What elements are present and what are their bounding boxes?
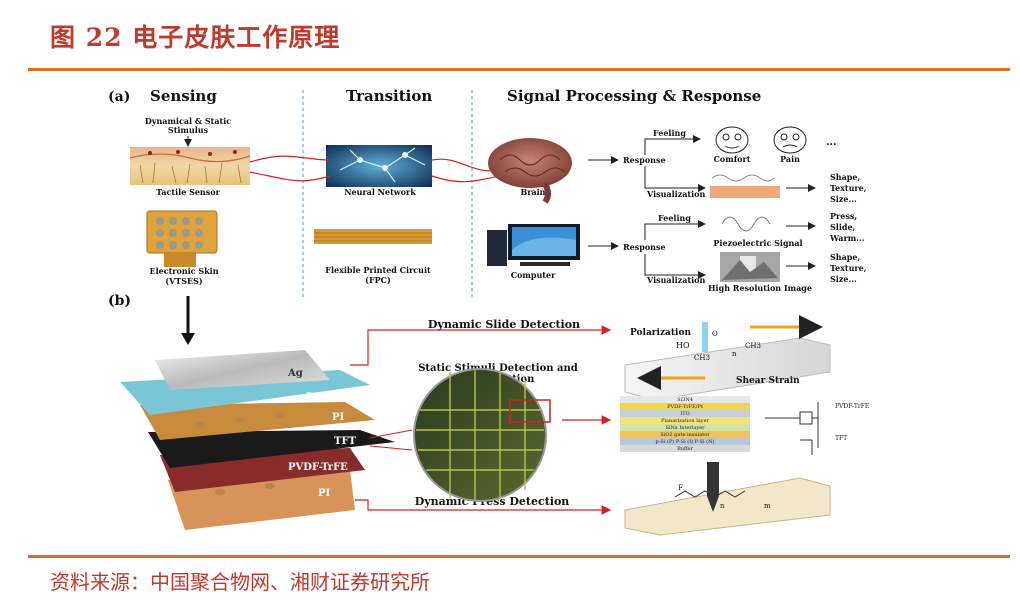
chem-ho: HO xyxy=(676,341,690,350)
response-bottom-label: Response xyxy=(623,242,666,252)
panel-a-label: (a) xyxy=(108,89,130,105)
polarization-label: Polarization xyxy=(630,328,691,338)
bottom-rule xyxy=(28,555,1010,558)
layer-ag-label: Ag xyxy=(287,368,303,379)
visualization-top-image xyxy=(710,175,780,198)
feeling-bottom-label: Feeling xyxy=(658,213,691,223)
electronic-skin-image xyxy=(147,211,217,267)
feeling-top-arrow xyxy=(645,139,700,155)
circuit-pvdf-label: PVDF-TrFE xyxy=(835,403,869,410)
press-n-label: n xyxy=(720,502,725,510)
down-arrow-head xyxy=(181,333,195,345)
electronic-skin-label-2: (VTSES) xyxy=(165,276,203,286)
out-bot-3: Size... xyxy=(830,274,857,284)
fpc-image xyxy=(314,229,432,244)
panel-b-label: (b) xyxy=(108,293,131,309)
visualization-top-label: Visualization xyxy=(646,189,705,199)
layer-tft-label: TFT xyxy=(334,436,357,447)
chem-o: O xyxy=(712,330,718,338)
visualization-top-arrow xyxy=(645,166,705,188)
press-2: Slide, xyxy=(830,222,856,232)
figure-source: 资料来源：中国聚合物网、湘财证券研究所 xyxy=(50,566,430,595)
section-signal: Signal Processing & Response xyxy=(507,87,761,105)
pain-face-icon xyxy=(774,127,806,153)
computer-image xyxy=(487,224,580,266)
press-m-label: m xyxy=(764,502,771,510)
section-transition: Transition xyxy=(346,87,432,105)
neural-network-image xyxy=(326,145,432,187)
chem-n: n xyxy=(732,350,737,358)
press-1: Press, xyxy=(830,211,857,221)
high-res-label: High Resolution Image xyxy=(708,283,812,293)
computer-label: Computer xyxy=(511,270,556,280)
out-top-2: Texture, xyxy=(830,183,867,193)
tft-stack-7: Buffer xyxy=(677,446,693,452)
feeling-top-label: Feeling xyxy=(653,128,686,138)
comfort-face-icon xyxy=(716,127,748,153)
layer-pi-label: PI xyxy=(332,412,345,423)
dynamic-slide-label: Dynamic Slide Detection xyxy=(428,318,580,331)
high-res-image xyxy=(720,252,780,282)
layer-plla-label: PLLA xyxy=(306,392,336,403)
shear-strain-label: Shear Strain xyxy=(736,376,800,386)
tft-zoom-circle xyxy=(414,369,550,501)
neural-network-label: Neural Network xyxy=(344,187,416,197)
out-bot-1: Shape, xyxy=(830,252,860,262)
slide-connector xyxy=(350,330,610,365)
out-bot-2: Texture, xyxy=(830,263,867,273)
tactile-sensor-image xyxy=(130,147,250,185)
press-f-label: F xyxy=(678,484,683,492)
zoom-line-1 xyxy=(370,430,412,438)
tactile-sensor-label: Tactile Sensor xyxy=(156,187,220,197)
pain-label: Pain xyxy=(780,154,800,164)
feeling-bottom-arrow xyxy=(645,224,705,240)
faces-ellipsis: ... xyxy=(826,137,836,148)
electronic-skin-label-1: Electronic Skin xyxy=(149,266,218,276)
zoom-line-2 xyxy=(370,446,412,450)
visualization-bottom-arrow xyxy=(645,254,705,275)
piezo-signal-icon xyxy=(722,217,770,231)
nerve-line-1 xyxy=(250,156,330,162)
tft-stack-3: Planarization layer xyxy=(661,418,710,424)
circuit-tft-label: TFT xyxy=(835,435,847,442)
layer-pvdf-label: PVDF-TrFE xyxy=(288,462,348,473)
fpc-label-1: Flexible Printed Circuit xyxy=(325,265,431,275)
tft-circuit-icon xyxy=(765,402,818,455)
brain-label: Brain xyxy=(520,187,545,197)
tft-stack-1: PVDF-TrFE/Pt xyxy=(667,404,703,410)
section-sensing: Sensing xyxy=(150,87,217,105)
piezo-signal-label: Piezoelectric Signal xyxy=(713,238,802,248)
nerve-line-2 xyxy=(250,172,330,181)
response-top-label: Response xyxy=(623,155,666,165)
visualization-bottom-label: Visualization xyxy=(646,275,705,285)
chem-ch3-b: CH3 xyxy=(694,354,710,362)
out-top-3: Size... xyxy=(830,194,857,204)
out-top-1: Shape, xyxy=(830,172,860,182)
comfort-label: Comfort xyxy=(714,154,751,164)
tft-stack-0: Si3N4 xyxy=(677,397,693,403)
fpc-label-2: (FPC) xyxy=(365,275,391,285)
chem-ch3: CH3 xyxy=(745,342,761,350)
press-3: Warm... xyxy=(829,233,865,243)
press-image xyxy=(625,462,830,535)
stimulus-label-2: Stimulus xyxy=(168,125,209,135)
tft-stack-2: ITO xyxy=(680,411,689,417)
tft-stack-6: p-Si (P) P-Si (I) P-Si (N) xyxy=(656,438,715,445)
layer-pi2-label: PI xyxy=(318,488,331,499)
nerve-line-4 xyxy=(432,176,500,182)
tft-stack-4: SiNx Interlayer xyxy=(665,425,705,431)
tft-stack-5: SiO2 gate insulator xyxy=(660,432,710,438)
